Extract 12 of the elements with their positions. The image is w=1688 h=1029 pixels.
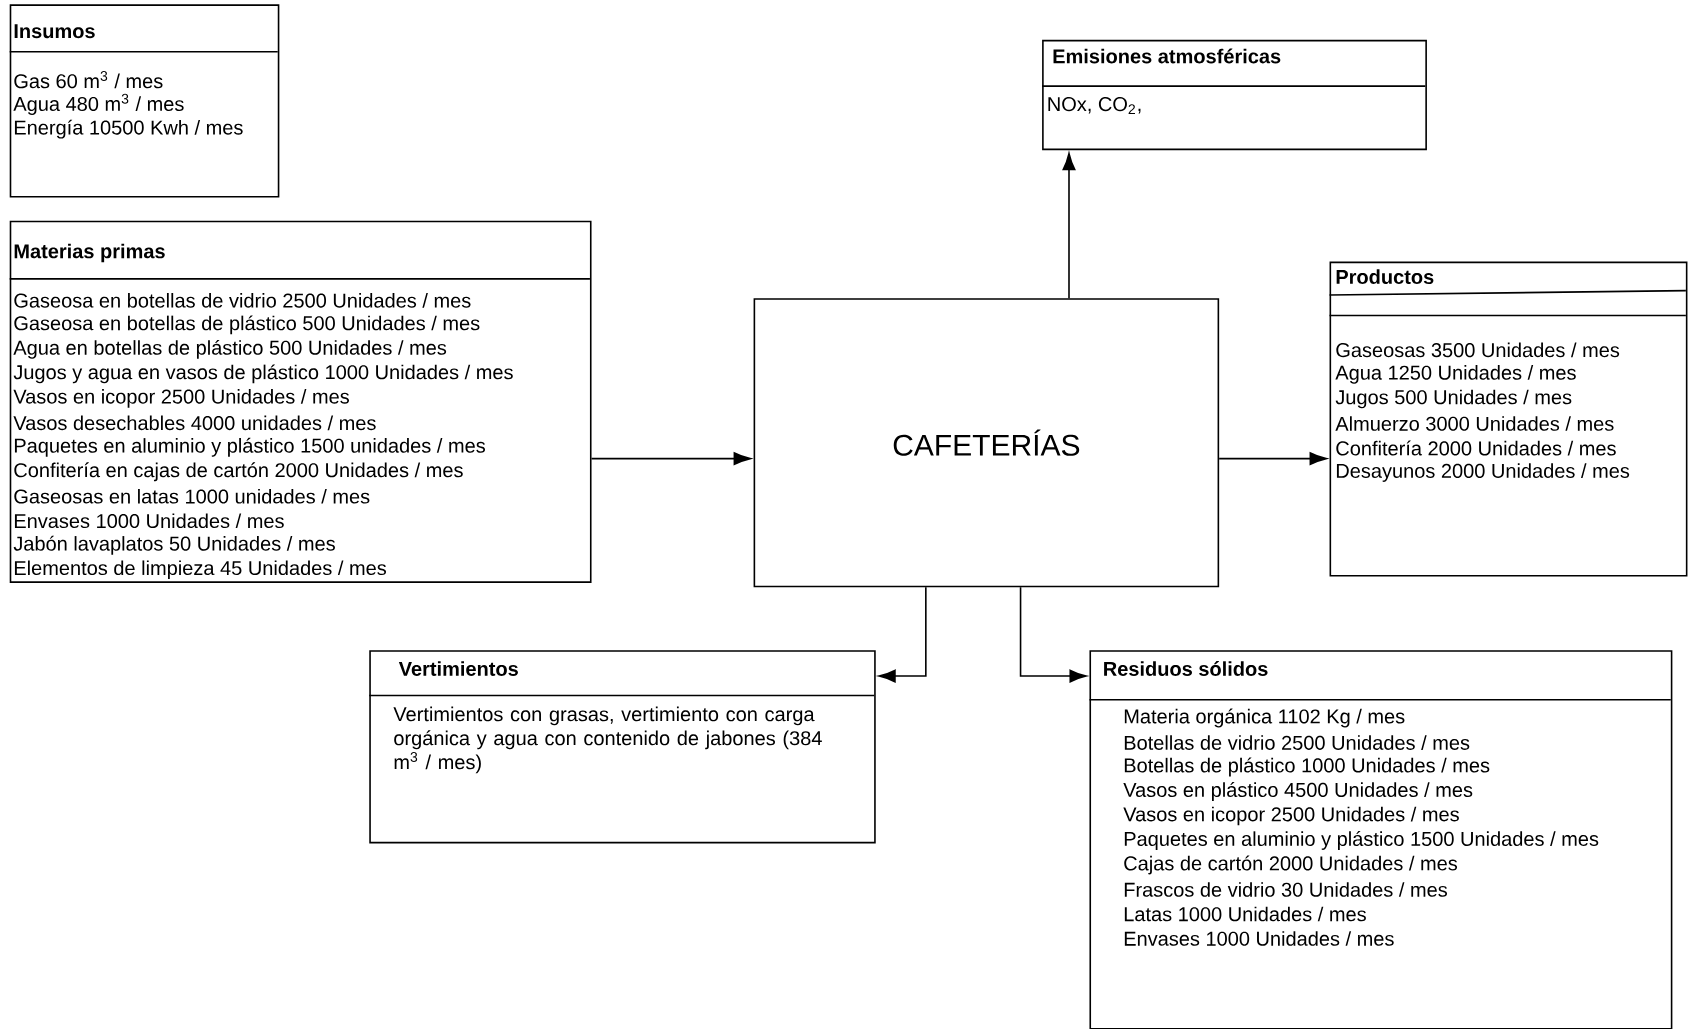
arrow [1218,452,1327,466]
list-box: Emisiones atmosféricas NOx, CO$_{2}$, [1041,39,1427,151]
list-box: Materias primas Gaseosa en botellas de vidrio 2500 Unidades / mes Gaseosa en botellas de plástico 500 Unidades / mes Agua en botellas de plástico 500 Unidades / mes Jugos y agua en vasos de plástico 1000 Unidades / mes Vasos en icopor 2500 Unidades / mes Vasos desechables 4000 unidades / mes Paquetes en aluminio y plástico 1500 unidades / mes Confitería en cajas de cartón 2000 Unidades / mes Gaseosas en latas 1000 unidades / mes Envases 1000 Unidades / mes Jabón lavaplatos 50 Unidades / mes Elementos de limpieza 45 Unidades / mes [8,220,592,583]
process-box: CAFETERÍAS [753,298,1220,588]
list-box: Productos Gaseosas 3500 Unidades / mes Agua 1250 Unidades / mes Jugos 500 Unidades / mes Almuerzo 3000 Unidades / mes Confitería 2000 Unidades / mes Desayunos 2000 Unidades / mes [1328,261,1688,577]
arrow [590,452,751,466]
arrow [1019,586,1087,683]
list-box: Vertimientos Vertimientos con grasas, vertimiento con carga orgánica y agua con contenido de jabones (384 m$^{3}$ / mes) [368,650,876,844]
list-box: Residuos sólidos Materia orgánica 1102 Kg / mes Botellas de vidrio 2500 Unidades / mes Botellas de plástico 1000 Unidades / mes Vasos en plástico 4500 Unidades / mes Vasos en icopor 2500 Unidades / mes Paquetes en aluminio y plástico 1500 Unidades / mes Cajas de cartón 2000 Unidades / mes Frascos de vidrio 30 Unidades / mes Latas 1000 Unidades / mes Envases 1000 Unidades / mes [1088,650,1673,1029]
list-box: Insumos Gas 60 m$^{3}$ / mes Agua 480 m$^{3}$ / mes Energía 10500 Kwh / mes [8,4,280,198]
arrow [1062,152,1076,299]
arrow [878,586,927,683]
